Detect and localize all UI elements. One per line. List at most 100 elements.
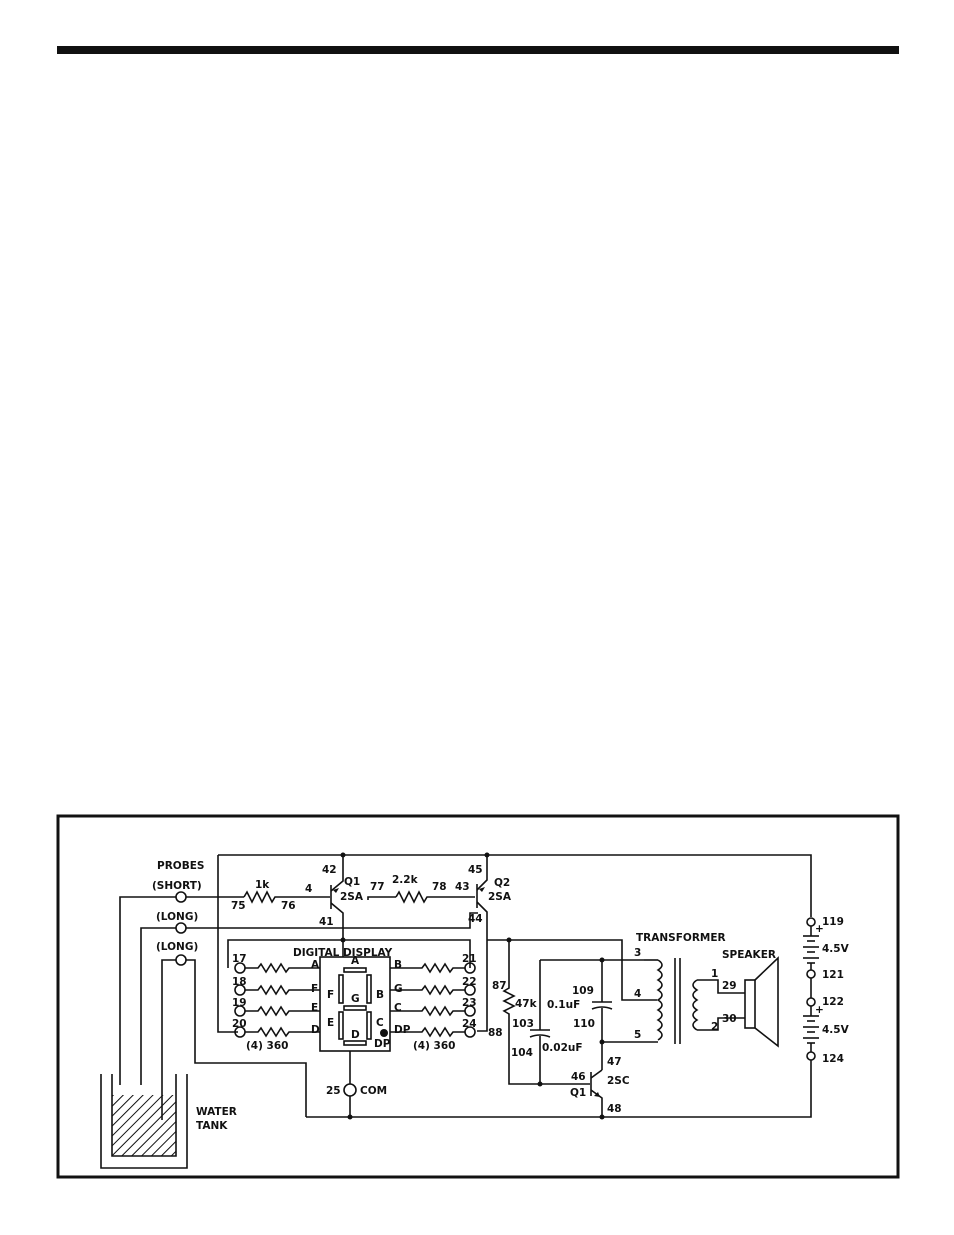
- node-109: 109: [572, 985, 594, 997]
- node-24: 24: [462, 1018, 477, 1030]
- speaker-icon: [744, 956, 779, 1048]
- digital-display: [319, 956, 391, 1052]
- q2-label: Q2: [494, 877, 510, 889]
- node-110: 110: [573, 1018, 595, 1030]
- resistor-1k: [243, 890, 330, 904]
- node-45: 45: [468, 864, 483, 876]
- node-25: 25: [326, 1085, 341, 1097]
- node-17: 17: [232, 953, 247, 965]
- node-42: 42: [322, 864, 337, 876]
- display-title: DIGITAL DISPLAY: [293, 947, 393, 959]
- water-tank: [100, 1074, 188, 1169]
- seg-dp-label: DP: [374, 1038, 391, 1050]
- probe-long-2: [161, 954, 307, 1120]
- batt1-label: 4.5V: [822, 943, 850, 955]
- node-103: 103: [512, 1018, 534, 1030]
- battery-2: [803, 997, 819, 1061]
- r1-label: 1k: [255, 879, 270, 891]
- node-19: 19: [232, 997, 247, 1009]
- node-47: 47: [607, 1056, 622, 1068]
- com-terminal: [343, 1051, 357, 1117]
- seg-d-label: D: [351, 1029, 360, 1041]
- q1-top-type: 2SA: [340, 891, 364, 903]
- node-4: 4: [305, 883, 312, 895]
- tx-pin-3: 3: [634, 947, 641, 959]
- pin-g: G: [394, 983, 403, 995]
- plus-1: +: [815, 923, 824, 935]
- pin-c: C: [394, 1002, 402, 1014]
- node-87: 87: [492, 980, 507, 992]
- node-18: 18: [232, 976, 247, 988]
- water-label: WATER: [196, 1106, 237, 1118]
- seg-b-label: B: [376, 989, 384, 1001]
- speaker-label: SPEAKER: [722, 949, 776, 961]
- node-88: 88: [488, 1027, 503, 1039]
- node-119: 119: [822, 916, 844, 928]
- probe-long-1: [140, 912, 478, 1085]
- probes-label: PROBES: [157, 860, 204, 872]
- node-29: 29: [722, 980, 737, 992]
- node-20: 20: [232, 1018, 247, 1030]
- pin-f1: F: [311, 983, 318, 995]
- header-rule: [57, 46, 899, 54]
- cap1-label: 0.1uF: [547, 999, 580, 1011]
- res-left-label: (4) 360: [246, 1040, 288, 1052]
- tx-pin-2: 2: [711, 1021, 718, 1033]
- node-30: 30: [722, 1013, 737, 1025]
- tx-pin-5: 5: [634, 1029, 641, 1041]
- bottom-rail: [306, 1060, 812, 1118]
- q3-type: 2SC: [607, 1075, 630, 1087]
- tx-pin-4: 4: [634, 988, 641, 1000]
- left-segment-resistors: [234, 962, 320, 1038]
- node-21: 21: [462, 953, 477, 965]
- probe-long-2-label: (LONG): [156, 941, 198, 953]
- node-22: 22: [462, 976, 477, 988]
- node-23: 23: [462, 997, 477, 1009]
- tx-pin-1: 1: [711, 968, 718, 980]
- q2-type: 2SA: [488, 891, 512, 903]
- node-121: 121: [822, 969, 844, 981]
- res-right-label: (4) 360: [413, 1040, 455, 1052]
- q1-top-label: Q1: [344, 876, 360, 888]
- probe-long-1-label: (LONG): [156, 911, 198, 923]
- transistor-2sc: [590, 1069, 603, 1117]
- transistor-q2: [476, 855, 488, 1032]
- r2-label: 2.2k: [392, 874, 419, 886]
- q1-bottom-label: Q1: [570, 1087, 586, 1099]
- node-77: 77: [370, 881, 385, 893]
- wire-to-transformer-4: [487, 939, 657, 1001]
- r47k-label: 47k: [515, 998, 538, 1010]
- node-122: 122: [822, 996, 844, 1008]
- pin-dp: DP: [394, 1024, 411, 1036]
- battery-1: [803, 917, 819, 998]
- q1-to-r2-wire: [367, 896, 396, 900]
- tank-label: TANK: [196, 1120, 228, 1132]
- seg-a-label: A: [351, 955, 360, 967]
- node-76: 76: [281, 900, 296, 912]
- pin-e: E: [311, 1002, 318, 1014]
- seg-e-label: E: [327, 1017, 334, 1029]
- capacitor-0-1uf: [591, 957, 613, 1070]
- node-41: 41: [319, 916, 334, 928]
- pin-a: A: [311, 959, 320, 971]
- pin-d: D: [311, 1024, 320, 1036]
- pin-b: B: [394, 959, 402, 971]
- node-124: 124: [822, 1053, 844, 1065]
- transformer: [644, 958, 745, 1044]
- seg-f-label: F: [327, 989, 334, 1001]
- capacitor-0-02uf: [529, 959, 644, 1087]
- node-104: 104: [511, 1047, 533, 1059]
- transistor-q1-top: [330, 855, 344, 945]
- schematic-frame: [56, 814, 900, 1179]
- resistor-2-2k: [395, 890, 475, 904]
- node-78: 78: [432, 881, 447, 893]
- node-48: 48: [607, 1103, 622, 1115]
- seg-g-label: G: [351, 993, 360, 1005]
- probe-short: [119, 891, 244, 1085]
- node-75: 75: [231, 900, 246, 912]
- right-segment-resistors: [390, 962, 476, 1038]
- transformer-label: TRANSFORMER: [636, 932, 726, 944]
- node-46: 46: [571, 1071, 586, 1083]
- cap2-label: 0.02uF: [542, 1042, 583, 1054]
